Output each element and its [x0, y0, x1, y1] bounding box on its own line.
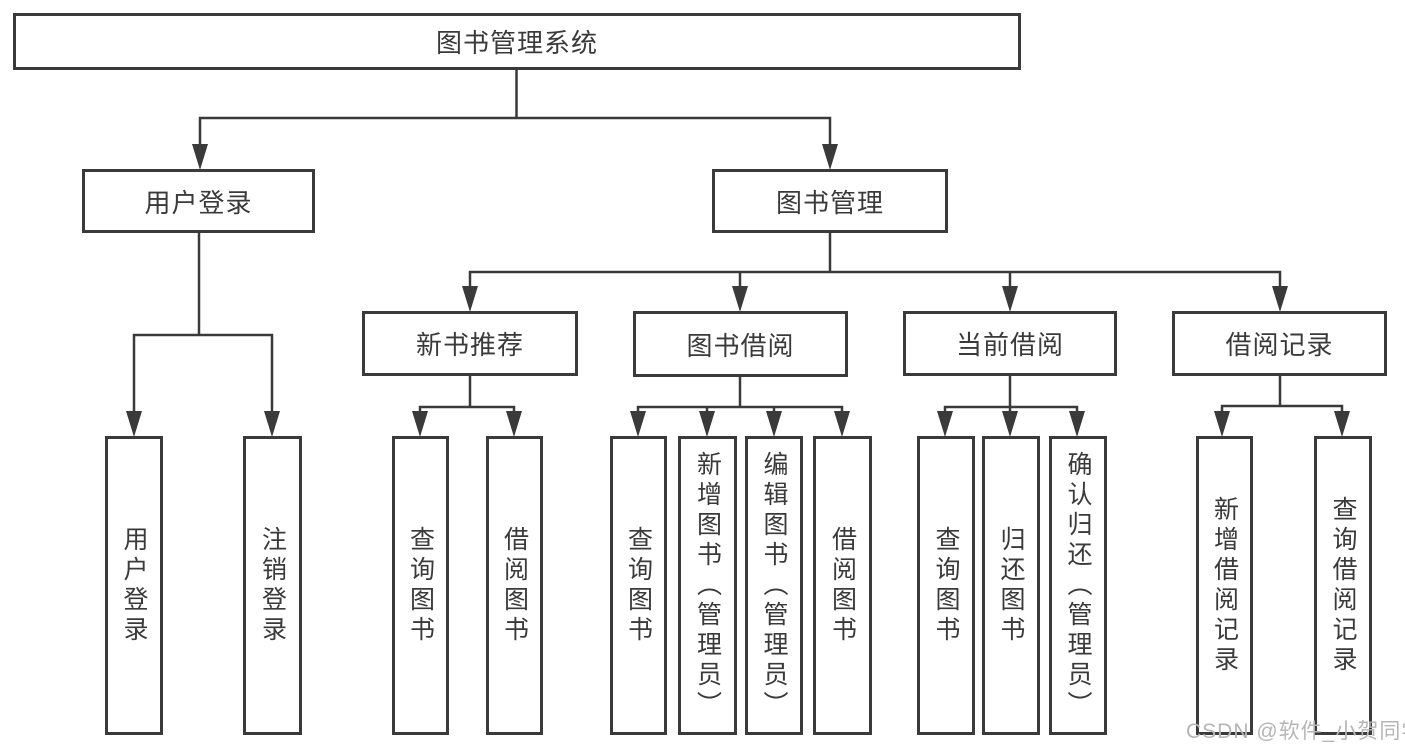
arrowhead	[1214, 411, 1230, 437]
arrowhead	[1272, 286, 1288, 312]
leaf-user-login: 用户登录	[105, 436, 163, 735]
leaf-label: 新增图书（管理员）	[693, 450, 722, 721]
node-new-book-recommendation: 新书推荐	[362, 311, 578, 376]
node-borrowing-records: 借阅记录	[1172, 311, 1387, 376]
leaf-label: 查询图书	[406, 525, 435, 646]
leaf-label: 查询借阅记录	[1329, 495, 1357, 676]
node-current-borrowing: 当前借阅	[903, 311, 1117, 376]
leaf-query-books: 查询图书	[917, 436, 975, 735]
leaf-add-books-admin: 新增图书（管理员）	[678, 436, 737, 735]
leaf-borrow-books: 借阅图书	[813, 436, 872, 735]
node-label: 借阅记录	[1225, 330, 1334, 360]
leaf-add-borrow-record: 新增借阅记录	[1196, 436, 1253, 735]
leaf-label: 确认归还（管理员）	[1064, 450, 1092, 721]
leaf-label: 查询图书	[624, 525, 653, 646]
csdn-watermark: CSDN @软件_小贺同学	[1186, 720, 1405, 743]
node-label: 当前借阅	[955, 330, 1064, 360]
leaf-label: 借阅图书	[828, 525, 857, 646]
arrowhead	[766, 411, 782, 437]
node-label: 图书借阅	[686, 330, 795, 361]
leaf-label: 注销登录	[258, 525, 287, 646]
node-label: 用户登录	[144, 187, 253, 218]
arrowhead	[192, 144, 208, 170]
leaf-label: 查询图书	[932, 525, 960, 646]
arrowhead	[264, 411, 280, 437]
connector-lines	[132, 70, 1344, 413]
leaf-label: 用户登录	[120, 525, 148, 646]
arrowhead	[937, 411, 953, 437]
node-label: 图书管理	[775, 187, 884, 218]
leaf-borrow-books: 借阅图书	[486, 436, 543, 735]
leaf-query-books: 查询图书	[610, 436, 667, 735]
arrowhead	[126, 411, 142, 437]
arrowhead	[1334, 411, 1350, 437]
leaf-query-borrow-record: 查询借阅记录	[1314, 436, 1372, 735]
leaf-edit-books-admin: 编辑图书（管理员）	[745, 436, 803, 735]
leaf-label: 新增借阅记录	[1210, 495, 1239, 676]
arrowhead	[1002, 286, 1018, 312]
node-book-borrowing: 图书借阅	[633, 311, 848, 377]
arrowhead	[1002, 411, 1018, 437]
leaf-label: 编辑图书（管理员）	[760, 450, 788, 721]
arrowhead	[699, 411, 715, 437]
leaf-label: 借阅图书	[500, 525, 529, 646]
arrowhead	[506, 411, 522, 437]
leaf-return-books: 归还图书	[982, 436, 1040, 735]
arrowhead	[412, 411, 428, 437]
arrowhead	[822, 144, 838, 170]
arrowhead	[630, 411, 646, 437]
leaf-logout: 注销登录	[243, 436, 302, 735]
node-book-management-module: 图书管理	[712, 169, 948, 233]
node-user-login-module: 用户登录	[82, 169, 315, 233]
leaf-query-books: 查询图书	[392, 436, 449, 735]
leaf-confirm-return-admin: 确认归还（管理员）	[1049, 436, 1107, 735]
node-label: 图书管理系统	[435, 28, 598, 58]
node-library-management-system: 图书管理系统	[13, 13, 1021, 70]
arrowhead	[732, 286, 748, 312]
node-label: 新书推荐	[415, 330, 524, 360]
arrowhead	[462, 286, 478, 312]
leaf-label: 归还图书	[997, 525, 1025, 646]
arrowhead	[834, 411, 850, 437]
arrowhead	[1069, 411, 1085, 437]
